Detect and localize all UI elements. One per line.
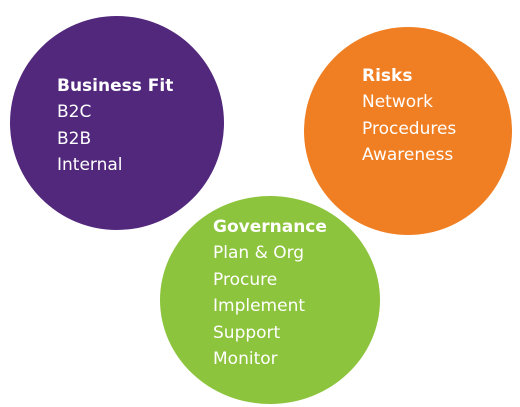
business-fit-item: B2C xyxy=(57,102,92,122)
risks-item: Procedures xyxy=(362,118,457,139)
governance-item: Implement xyxy=(213,296,306,316)
business-fit-title: Business Fit xyxy=(57,76,174,96)
risks-circle: Risks Network Procedures Awareness xyxy=(304,27,512,235)
governance-title: Governance xyxy=(213,217,327,237)
governance-circle: Governance Plan & Org Procure Implement … xyxy=(160,196,380,404)
governance-item: Procure xyxy=(213,269,278,290)
risks-list: Network Procedures Awareness xyxy=(362,89,512,169)
business-fit-item: B2B xyxy=(57,128,92,149)
business-fit-list: B2C B2B Internal xyxy=(57,99,224,179)
governance-list: Plan & Org Procure Implement Support Mon… xyxy=(213,240,380,373)
governance-item: Plan & Org xyxy=(213,243,305,263)
risks-item: Awareness xyxy=(362,145,454,165)
business-fit-item: Internal xyxy=(57,155,123,175)
governance-item: Support xyxy=(213,322,281,343)
risks-title: Risks xyxy=(362,66,413,86)
governance-item: Monitor xyxy=(213,349,278,369)
risks-item: Network xyxy=(362,92,433,112)
business-fit-circle: Business Fit B2C B2B Internal xyxy=(10,16,224,230)
